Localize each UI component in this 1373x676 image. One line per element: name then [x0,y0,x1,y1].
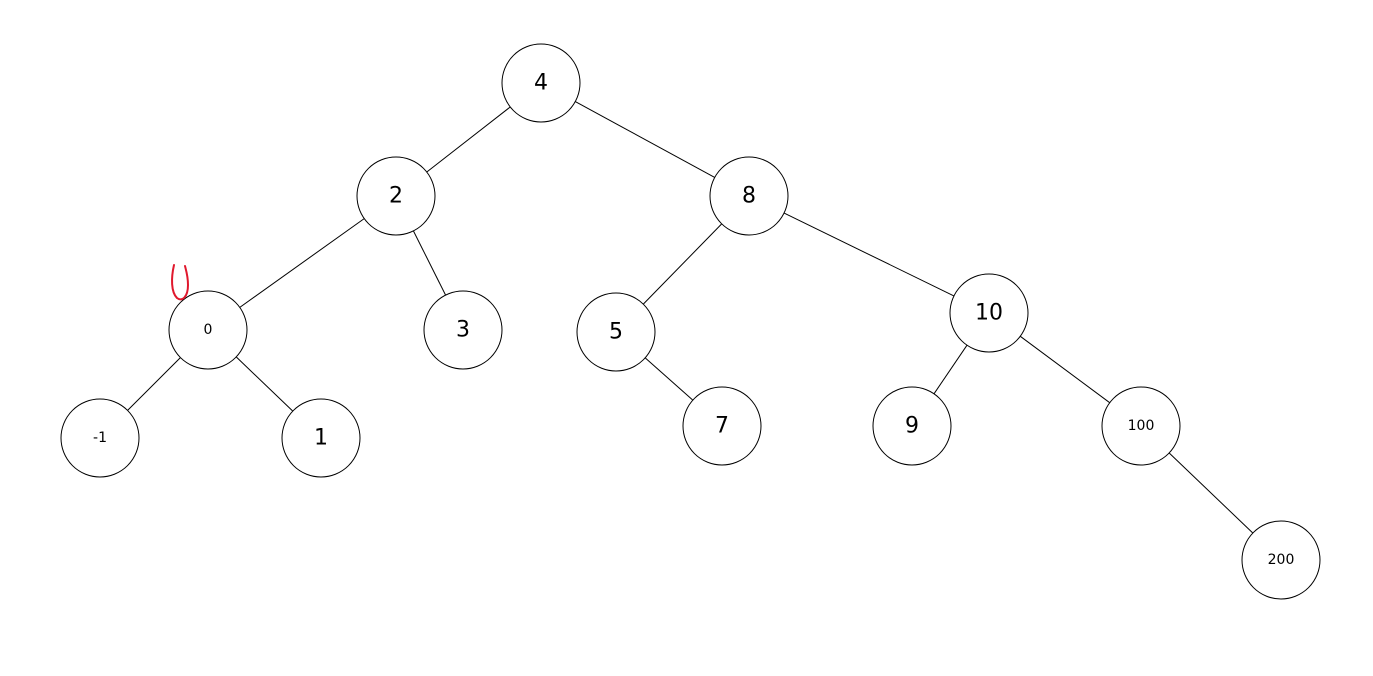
tree-node-label: 4 [534,71,548,96]
tree-edge [426,106,511,173]
tree-node: -1 [60,398,140,478]
tree-edges [127,101,1254,534]
tree-node-circle [60,398,140,478]
tree-node: 4 [501,43,581,123]
tree-node-label: 2 [389,184,403,209]
tree-node: 200 [1241,520,1321,600]
tree-node-circle [423,290,503,370]
tree-node-circle [281,398,361,478]
handwritten-u-annotation [171,264,189,301]
tree-node: 7 [682,386,762,466]
tree-node-circle [709,156,789,236]
tree-edge [412,230,447,296]
tree-node-label: 10 [975,301,1003,326]
tree-node: 8 [709,156,789,236]
tree-node: 10 [949,273,1029,353]
tree-edge [933,344,968,395]
tree-node: 3 [423,290,503,370]
tree-node-label: 0 [204,322,213,338]
tree-node-label: -1 [93,430,107,446]
tree-node-label: 100 [1128,418,1155,434]
tree-node: 2 [356,156,436,236]
tree-node-label: 9 [905,414,919,439]
tree-edge [235,356,294,412]
tree-edge [239,218,365,308]
tree-node-label: 7 [715,414,729,439]
tree-node: 1 [281,398,361,478]
tree-node-label: 3 [456,318,470,343]
tree-node-label: 1 [314,426,328,451]
tree-node: 9 [872,386,952,466]
tree-node: 100 [1101,386,1181,466]
tree-edge [127,357,181,411]
tree-node-label: 200 [1268,552,1295,568]
tree-node-circle [356,156,436,236]
tree-node-circle [949,273,1029,353]
tree-edge [575,101,715,178]
tree-edge [1020,335,1110,404]
tree-node-circle [1241,520,1321,600]
tree-edge [783,212,955,297]
tree-node-label: 8 [742,184,756,209]
tree-node-circle [168,290,248,370]
tree-node-circle [872,386,952,466]
tree-node-circle [1101,386,1181,466]
tree-node: 5 [576,292,656,372]
tree-nodes: 4 2 8 0 3 5 10 -1 1 7 9 100 200 [60,43,1321,600]
tree-edge [642,223,723,305]
tree-node: 0 [168,290,248,370]
tree-edge [644,357,694,401]
tree-node-circle [682,386,762,466]
tree-node-label: 5 [609,320,623,345]
tree-edge [1168,452,1254,534]
tree-node-circle [576,292,656,372]
tree-node-circle [501,43,581,123]
